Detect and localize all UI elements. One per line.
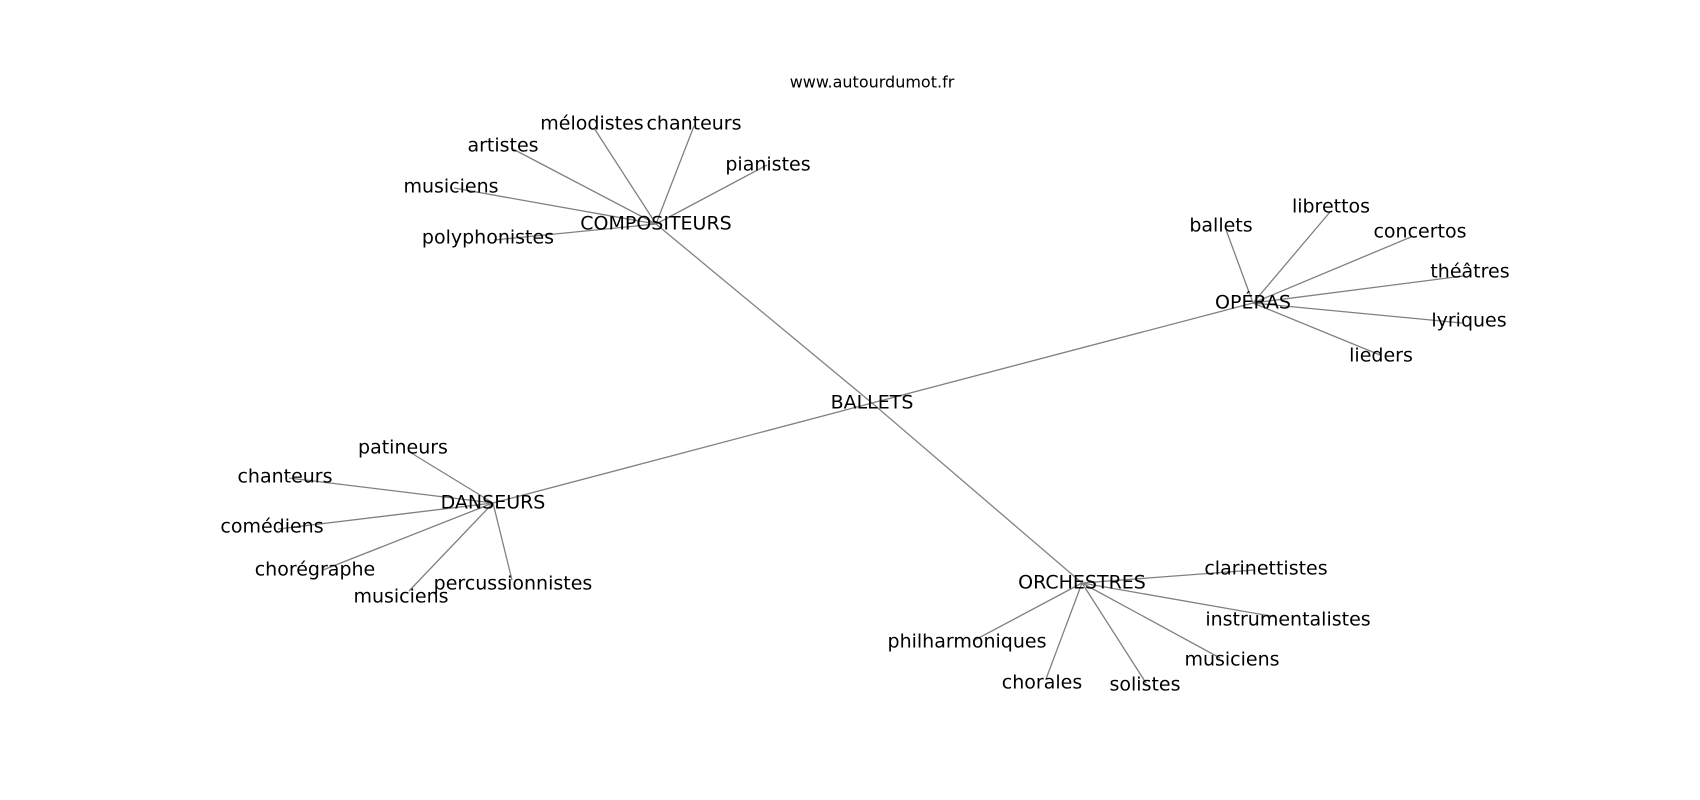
edge-hub-leaf xyxy=(1252,275,1464,304)
leaf-node[interactable]: chanteurs xyxy=(646,113,741,135)
hub-node-compositeurs[interactable]: COMPOSITEURS xyxy=(580,213,731,235)
edge-hub-leaf xyxy=(493,223,657,241)
edge-hub-leaf xyxy=(655,125,695,225)
edge-layer xyxy=(277,125,1464,684)
leaf-node[interactable]: artistes xyxy=(467,135,538,157)
leaf-node[interactable]: théâtres xyxy=(1430,261,1509,283)
edge-hub-leaf xyxy=(972,582,1083,642)
edge-center-hub xyxy=(871,302,1254,404)
edge-hub-leaf xyxy=(277,502,494,530)
leaf-node[interactable]: pianistes xyxy=(725,154,810,176)
edge-hub-leaf xyxy=(510,147,657,225)
center-node[interactable]: BALLETS xyxy=(831,392,914,414)
edge-center-hub xyxy=(492,402,873,504)
leaf-node[interactable]: clarinettistes xyxy=(1204,558,1327,580)
leaf-node[interactable]: polyphonistes xyxy=(422,227,554,249)
leaf-node[interactable]: philharmoniques xyxy=(888,631,1047,653)
leaf-node[interactable]: concertos xyxy=(1373,221,1466,243)
edge-hub-leaf xyxy=(492,502,513,581)
leaf-node[interactable]: percussionnistes xyxy=(434,573,593,595)
leaf-node[interactable]: instrumentalistes xyxy=(1205,609,1370,631)
edge-center-hub xyxy=(655,223,873,404)
edge-hub-leaf xyxy=(453,187,657,225)
edge-hub-leaf xyxy=(1252,211,1331,304)
hub-node-orchestres[interactable]: ORCHESTRES xyxy=(1018,572,1146,594)
edge-hub-leaf xyxy=(593,127,657,225)
leaf-node[interactable]: musiciens xyxy=(1184,649,1279,671)
edge-hub-leaf xyxy=(288,477,494,504)
leaf-node[interactable]: mélodistes xyxy=(540,113,643,135)
leaf-node[interactable]: chanteurs xyxy=(237,466,332,488)
leaf-node[interactable]: lieders xyxy=(1349,345,1413,367)
leaf-node[interactable]: librettos xyxy=(1292,196,1370,218)
edge-hub-leaf xyxy=(1081,582,1277,618)
edge-hub-leaf xyxy=(408,502,494,592)
edge-hub-leaf xyxy=(1081,569,1255,584)
leaf-node[interactable]: chorégraphe xyxy=(255,559,376,581)
leaf-node[interactable]: solistes xyxy=(1109,674,1180,696)
hub-node-danseurs[interactable]: DANSEURS xyxy=(441,492,546,514)
edge-hub-leaf xyxy=(1045,582,1083,680)
edge-hub-leaf xyxy=(1252,302,1463,324)
source-watermark: www.autourdumot.fr xyxy=(790,73,955,92)
edge-hub-leaf xyxy=(1081,582,1147,684)
leaf-node[interactable]: musiciens xyxy=(403,176,498,198)
edge-hub-leaf xyxy=(1252,236,1412,304)
hub-node-operas[interactable]: OPÉRAS xyxy=(1215,291,1291,314)
leaf-node[interactable]: ballets xyxy=(1189,215,1252,237)
edge-hub-leaf xyxy=(1252,302,1381,356)
leaf-node[interactable]: comédiens xyxy=(220,516,323,538)
leaf-node[interactable]: patineurs xyxy=(358,437,448,459)
edge-hub-leaf xyxy=(655,164,768,225)
edge-hub-leaf xyxy=(407,450,494,504)
edge-hub-leaf xyxy=(1081,582,1221,659)
edge-hub-leaf xyxy=(322,502,494,571)
leaf-node[interactable]: lyriques xyxy=(1431,310,1506,332)
leaf-node[interactable]: chorales xyxy=(1002,672,1082,694)
leaf-node[interactable]: musiciens xyxy=(353,586,448,608)
edge-hub-leaf xyxy=(1224,226,1254,304)
edge-center-hub xyxy=(871,402,1083,584)
